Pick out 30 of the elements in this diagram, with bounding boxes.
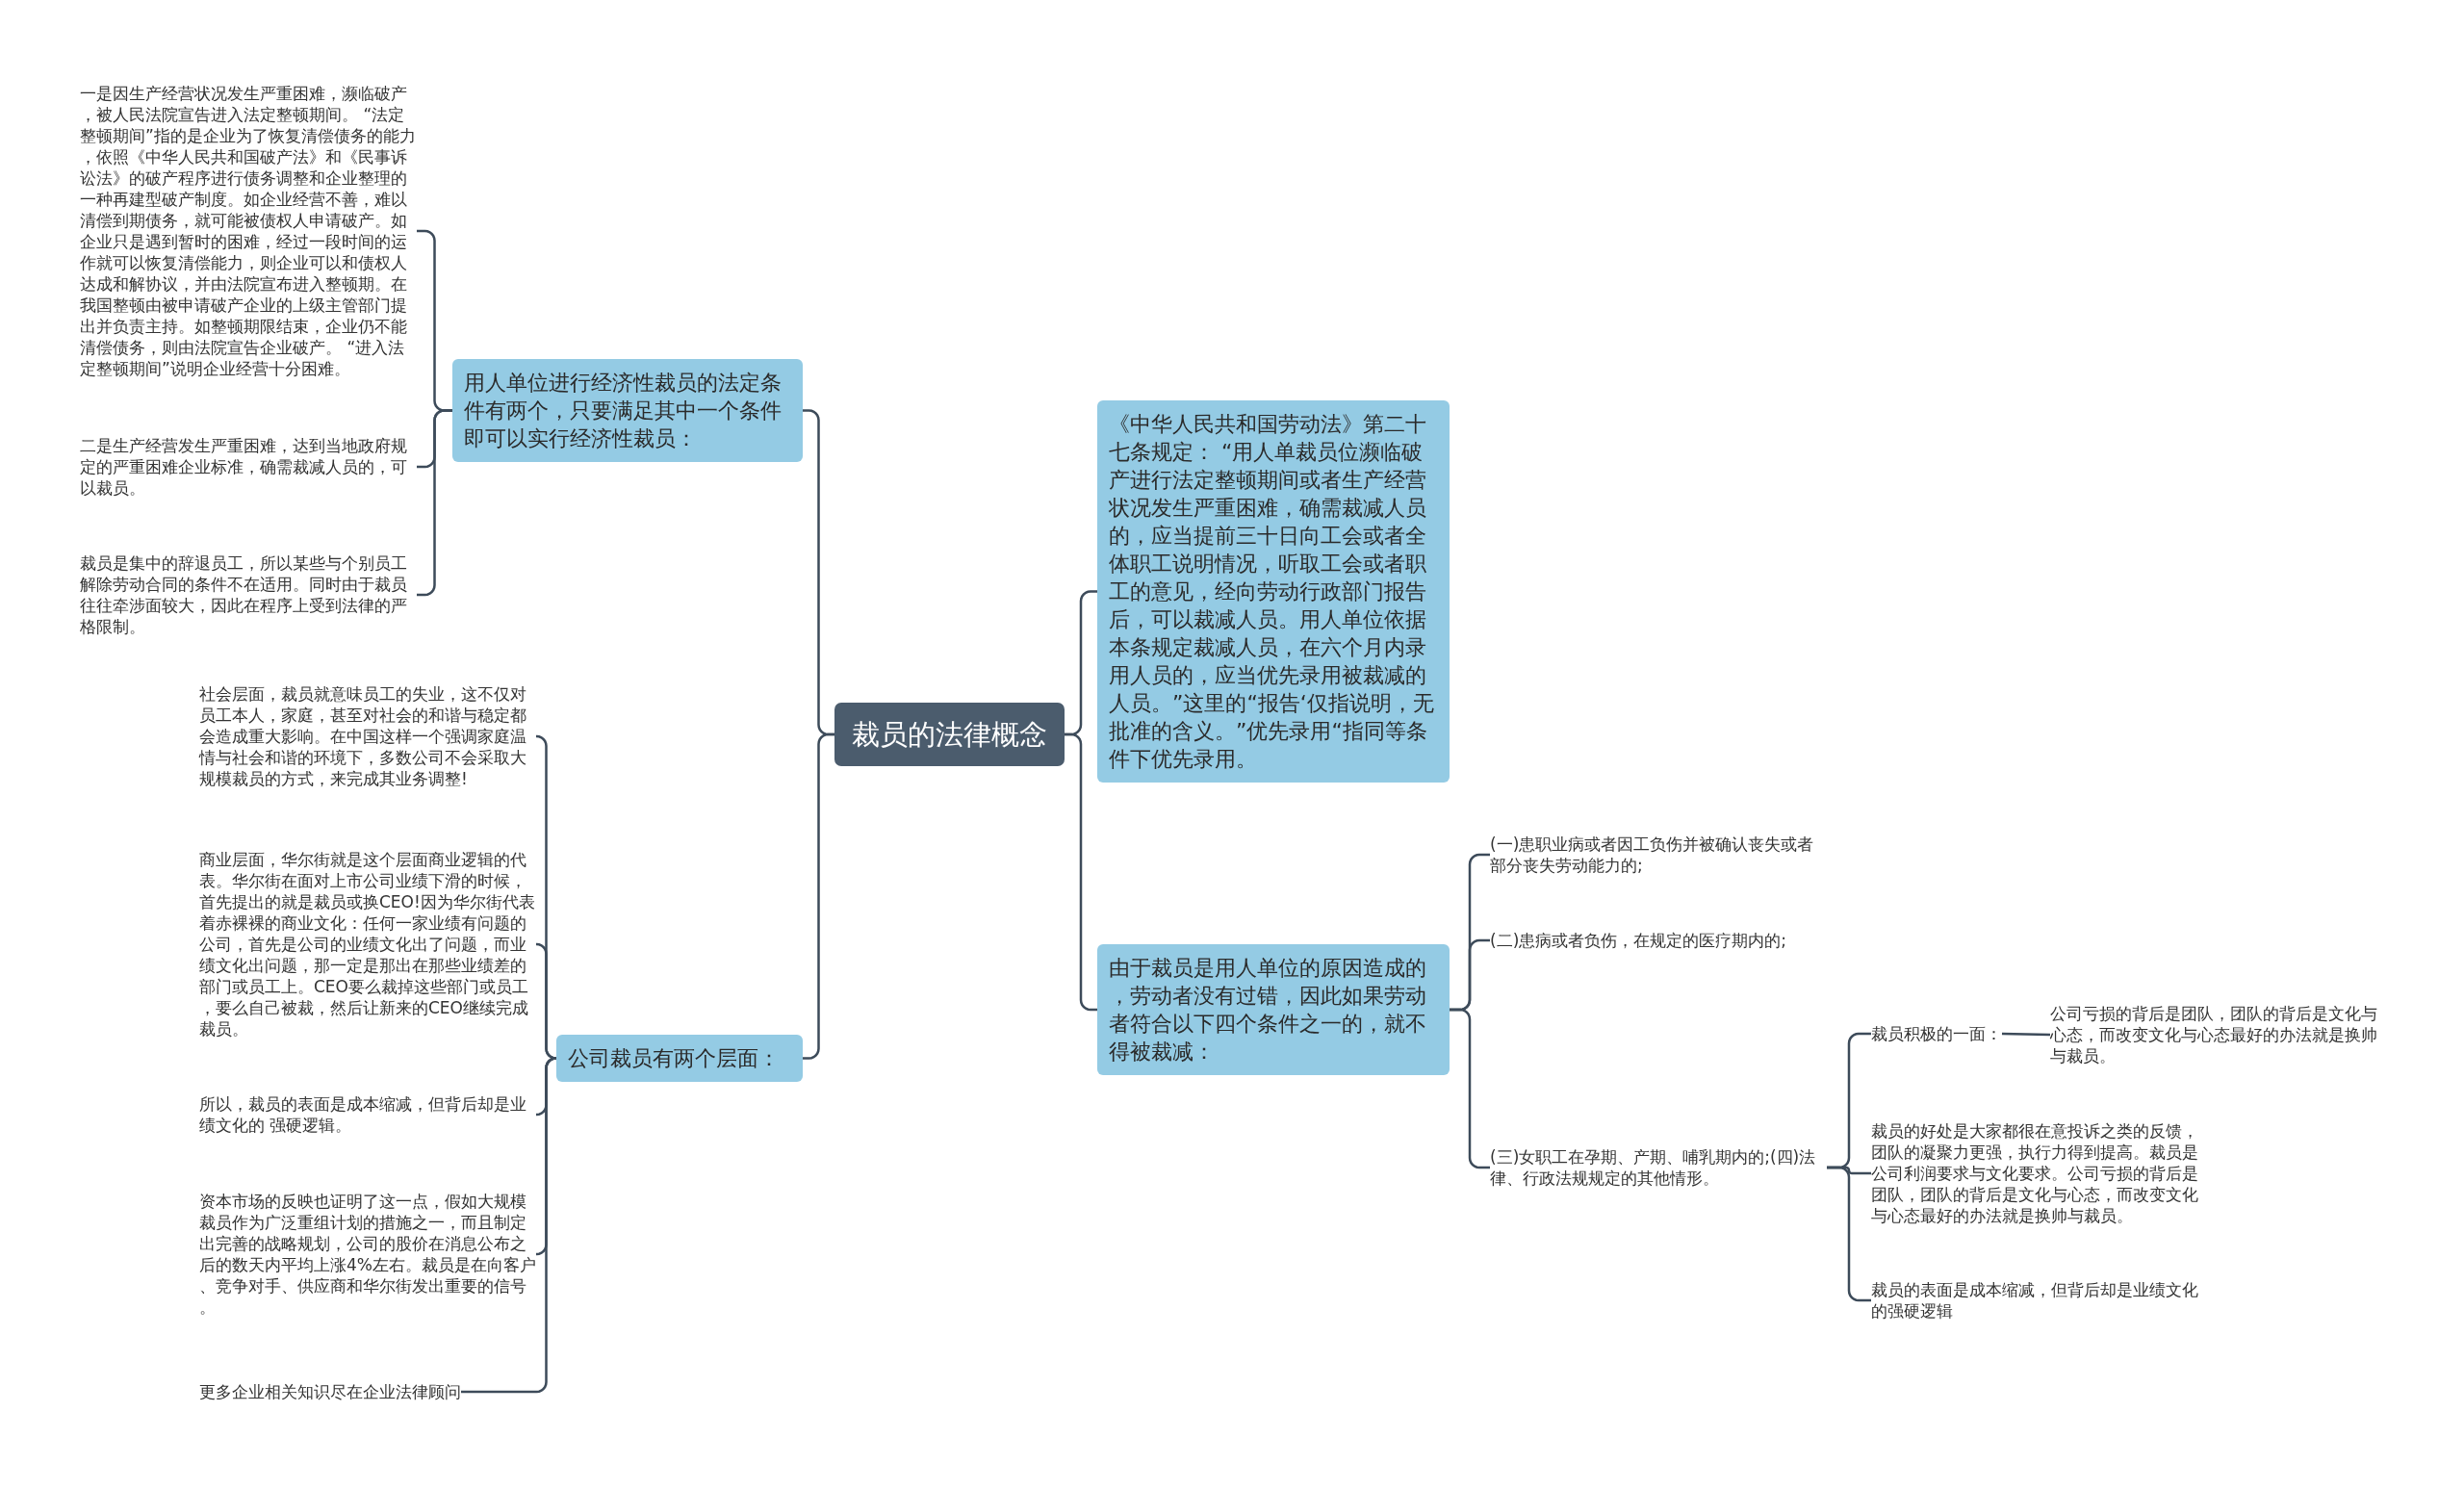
subtopic-text: 裁员是集中的辞退员工，所以某些与个别员工解除劳动合同的条件不在适用。同时由于裁员往往牵涉面较大，因此在程序上受到法律的严格限制。: [80, 552, 417, 637]
topic-label: 《中华人民共和国劳动法》第二十七条规定： “用人单裁员位濒临破产进行法定整顿期间或者生产经营状况发生严重困难，确需裁减人员的，应当提前三十日向工会或者全体职工说明情况，听取工会或者职工的意见，经向劳动行政部门报告后，可以裁减人员。用人单位依据本条规定裁减人员，在六个月内录用人员的，应当优先录用被裁减的人员。”这里的“报告‘仅指说明，无批准的含义。”优先录用“指同等条件下优先录用。: [1109, 411, 1435, 773]
central-topic-label: 裁员的法律概念: [852, 717, 1047, 753]
subtopic-text: 裁员积极的一面：: [1871, 1023, 2002, 1044]
topic-box: [452, 359, 803, 462]
subtopic-text: (一)患职业病或者因工负伤并被确认丧失或者部分丧失劳动能力的;: [1490, 834, 1827, 876]
subtopic-text: 商业层面，华尔街就是这个层面商业逻辑的代表。华尔街在面对上市公司业绩下滑的时候，首先提出的就是裁员或换CEO!因为华尔街代表着赤裸裸的商业文化：任何一家业绩有问题的公司，首先是公司的业绩文化出了问题，而业绩文化出问题，那一定是那出在那些业绩差的部门或员工上。CEO要么裁掉这些部门或员工，要么自己被裁，然后让新来的CEO继续完成裁员。: [199, 849, 536, 1040]
subtopic-text: 裁员的表面是成本缩减，但背后却是业绩文化的强硬逻辑: [1871, 1279, 2208, 1322]
topic-box: [556, 1035, 803, 1082]
connector-line: [417, 409, 452, 597]
topic-label: 用人单位进行经济性裁员的法定条件有两个，只要满足其中一个条件即可以实行经济性裁员：: [464, 370, 783, 452]
topic-box: [1097, 944, 1450, 1075]
subtopic-text: 裁员的好处是大家都很在意投诉之类的反馈，团队的凝聚力更强，执行力得到提高。裁员是公司利润要求与文化要求。公司亏损的背后是团队，团队的背后是文化与心态，而改变文化与心态最好的办法就是换帅与裁员。: [1871, 1120, 2208, 1226]
topic-label: 由于裁员是用人单位的原因造成的，劳动者没有过错，因此如果劳动者符合以下四个条件之一的，就不得被裁减：: [1109, 955, 1427, 1065]
subtopic-text: 所以，裁员的表面是成本缩减，但背后却是业绩文化的 强硬逻辑。: [199, 1093, 536, 1136]
connector-line: [803, 732, 834, 1060]
subtopic-text: 社会层面，裁员就意味员工的失业，这不仅对员工本人，家庭，甚至对社会的和谐与稳定都会造成重大影响。在中国这样一个强调家庭温情与社会和谐的环境下，多数公司不会采取大规模裁员的方式，来完成其业务调整!: [199, 683, 536, 789]
central-topic-box: [834, 703, 1065, 766]
subtopic-text: 资本市场的反映也证明了这一点，假如大规模裁员作为广泛重组计划的措施之一，而且制定出完善的战略规划，公司的股价在消息公布之后的数天内平均上涨4%左右。裁员是在向客户、竞争对手、供应商和华尔街发出重要的信号。: [199, 1191, 536, 1318]
subtopic-text: 二是生产经营发生严重困难，达到当地政府规定的严重困难企业标准，确需裁减人员的，可以裁员。: [80, 435, 417, 499]
connector-line: [1827, 1166, 1871, 1302]
connector-line: [2001, 1032, 2051, 1037]
subtopic-text: 公司亏损的背后是团队，团队的背后是文化与心态，而改变文化与心态最好的办法就是换帅与裁员。: [2050, 1003, 2387, 1066]
topic-label: 公司裁员有两个层面：: [568, 1045, 781, 1072]
subtopic-text: 更多企业相关知识尽在企业法律顾问: [199, 1381, 461, 1402]
connector-line: [1065, 732, 1097, 1012]
connector-line: [1450, 1008, 1490, 1169]
subtopic-text: 一是因生产经营状况发生严重困难，濒临破产，被人民法院宣告进入法定整顿期间。 “法定整顿期间”指的是企业为了恢复清偿债务的能力，依照《中华人民共和国破产法》和《民事诉讼法》的破产程序进行债务调整和企业整理的一种再建型破产制度。如企业经营不善，难以清偿到期债务，就可能被债权人申请破产。如企业只是遇到暂时的困难，经过一段时间的运作就可以恢复清偿能力，则企业可以和债权人达成和解协议，并由法院宣布进入整顿期。在我国整顿由被申请破产企业的上级主管部门提出并负责主持。如整顿期限结束，企业仍不能清偿债务，则由法院宣告企业破产。 “进入法定整顿期间”说明企业经营十分困难。: [80, 83, 417, 379]
subtopic-text: (三)女职工在孕期、产期、哺乳期内的;(四)法律、行政法规规定的其他情形。: [1490, 1146, 1827, 1189]
subtopic-text: (二)患病或者负伤，在规定的医疗期内的;: [1490, 930, 1786, 951]
